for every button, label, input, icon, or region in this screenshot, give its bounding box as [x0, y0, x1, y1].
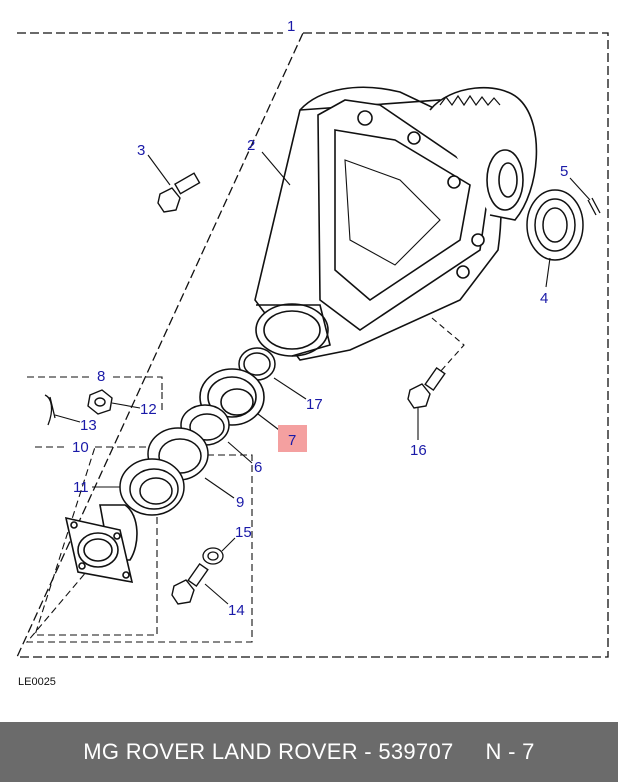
callout-5: 5 — [560, 163, 568, 180]
washer — [202, 547, 224, 565]
highlight-box — [278, 425, 307, 452]
flange-nut — [87, 389, 113, 415]
footer-bar: MG ROVER LAND ROVER - 539707 N - 7 — [0, 722, 618, 782]
exploded-parts-diagram: 1 2 3 4 5 6 7 8 9 10 11 12 13 14 15 16 1… — [15, 18, 609, 658]
callout-17: 17 — [306, 396, 323, 413]
leader-lines — [54, 151, 591, 605]
bolt-16-guide — [431, 317, 465, 373]
dust-shield — [119, 458, 185, 516]
side-bearing-ring — [526, 189, 584, 261]
reference-code: LE0025 — [18, 676, 56, 688]
callout-7: 7 — [288, 432, 296, 449]
housing-bolt — [157, 172, 201, 213]
callout-3: 3 — [137, 142, 145, 159]
callout-13: 13 — [80, 417, 97, 434]
assembly-boundary — [15, 32, 609, 658]
callout-10: 10 — [72, 439, 89, 456]
split-pin — [44, 394, 56, 426]
footer-page-text: N - 7 — [485, 739, 535, 764]
callout-14: 14 — [228, 602, 245, 619]
callout-2: 2 — [247, 137, 255, 154]
differential-housing — [254, 86, 538, 361]
callout-11: 11 — [73, 479, 89, 496]
pin — [587, 197, 601, 216]
drive-flange — [64, 504, 138, 584]
callout-16: 16 — [410, 442, 427, 459]
callout-1: 1 — [287, 18, 295, 35]
flange-bolt — [171, 562, 209, 605]
callout-12: 12 — [140, 401, 157, 418]
callout-15: 15 — [235, 524, 252, 541]
mounting-bolt — [407, 366, 446, 409]
group-8-boundary — [25, 376, 253, 643]
footer-part-text: MG ROVER LAND ROVER - 539707 — [83, 739, 454, 764]
callout-9: 9 — [236, 494, 244, 511]
callout-6: 6 — [254, 459, 262, 476]
callout-8: 8 — [97, 368, 105, 385]
callout-4: 4 — [540, 290, 548, 307]
group-10-boundary — [34, 446, 158, 636]
